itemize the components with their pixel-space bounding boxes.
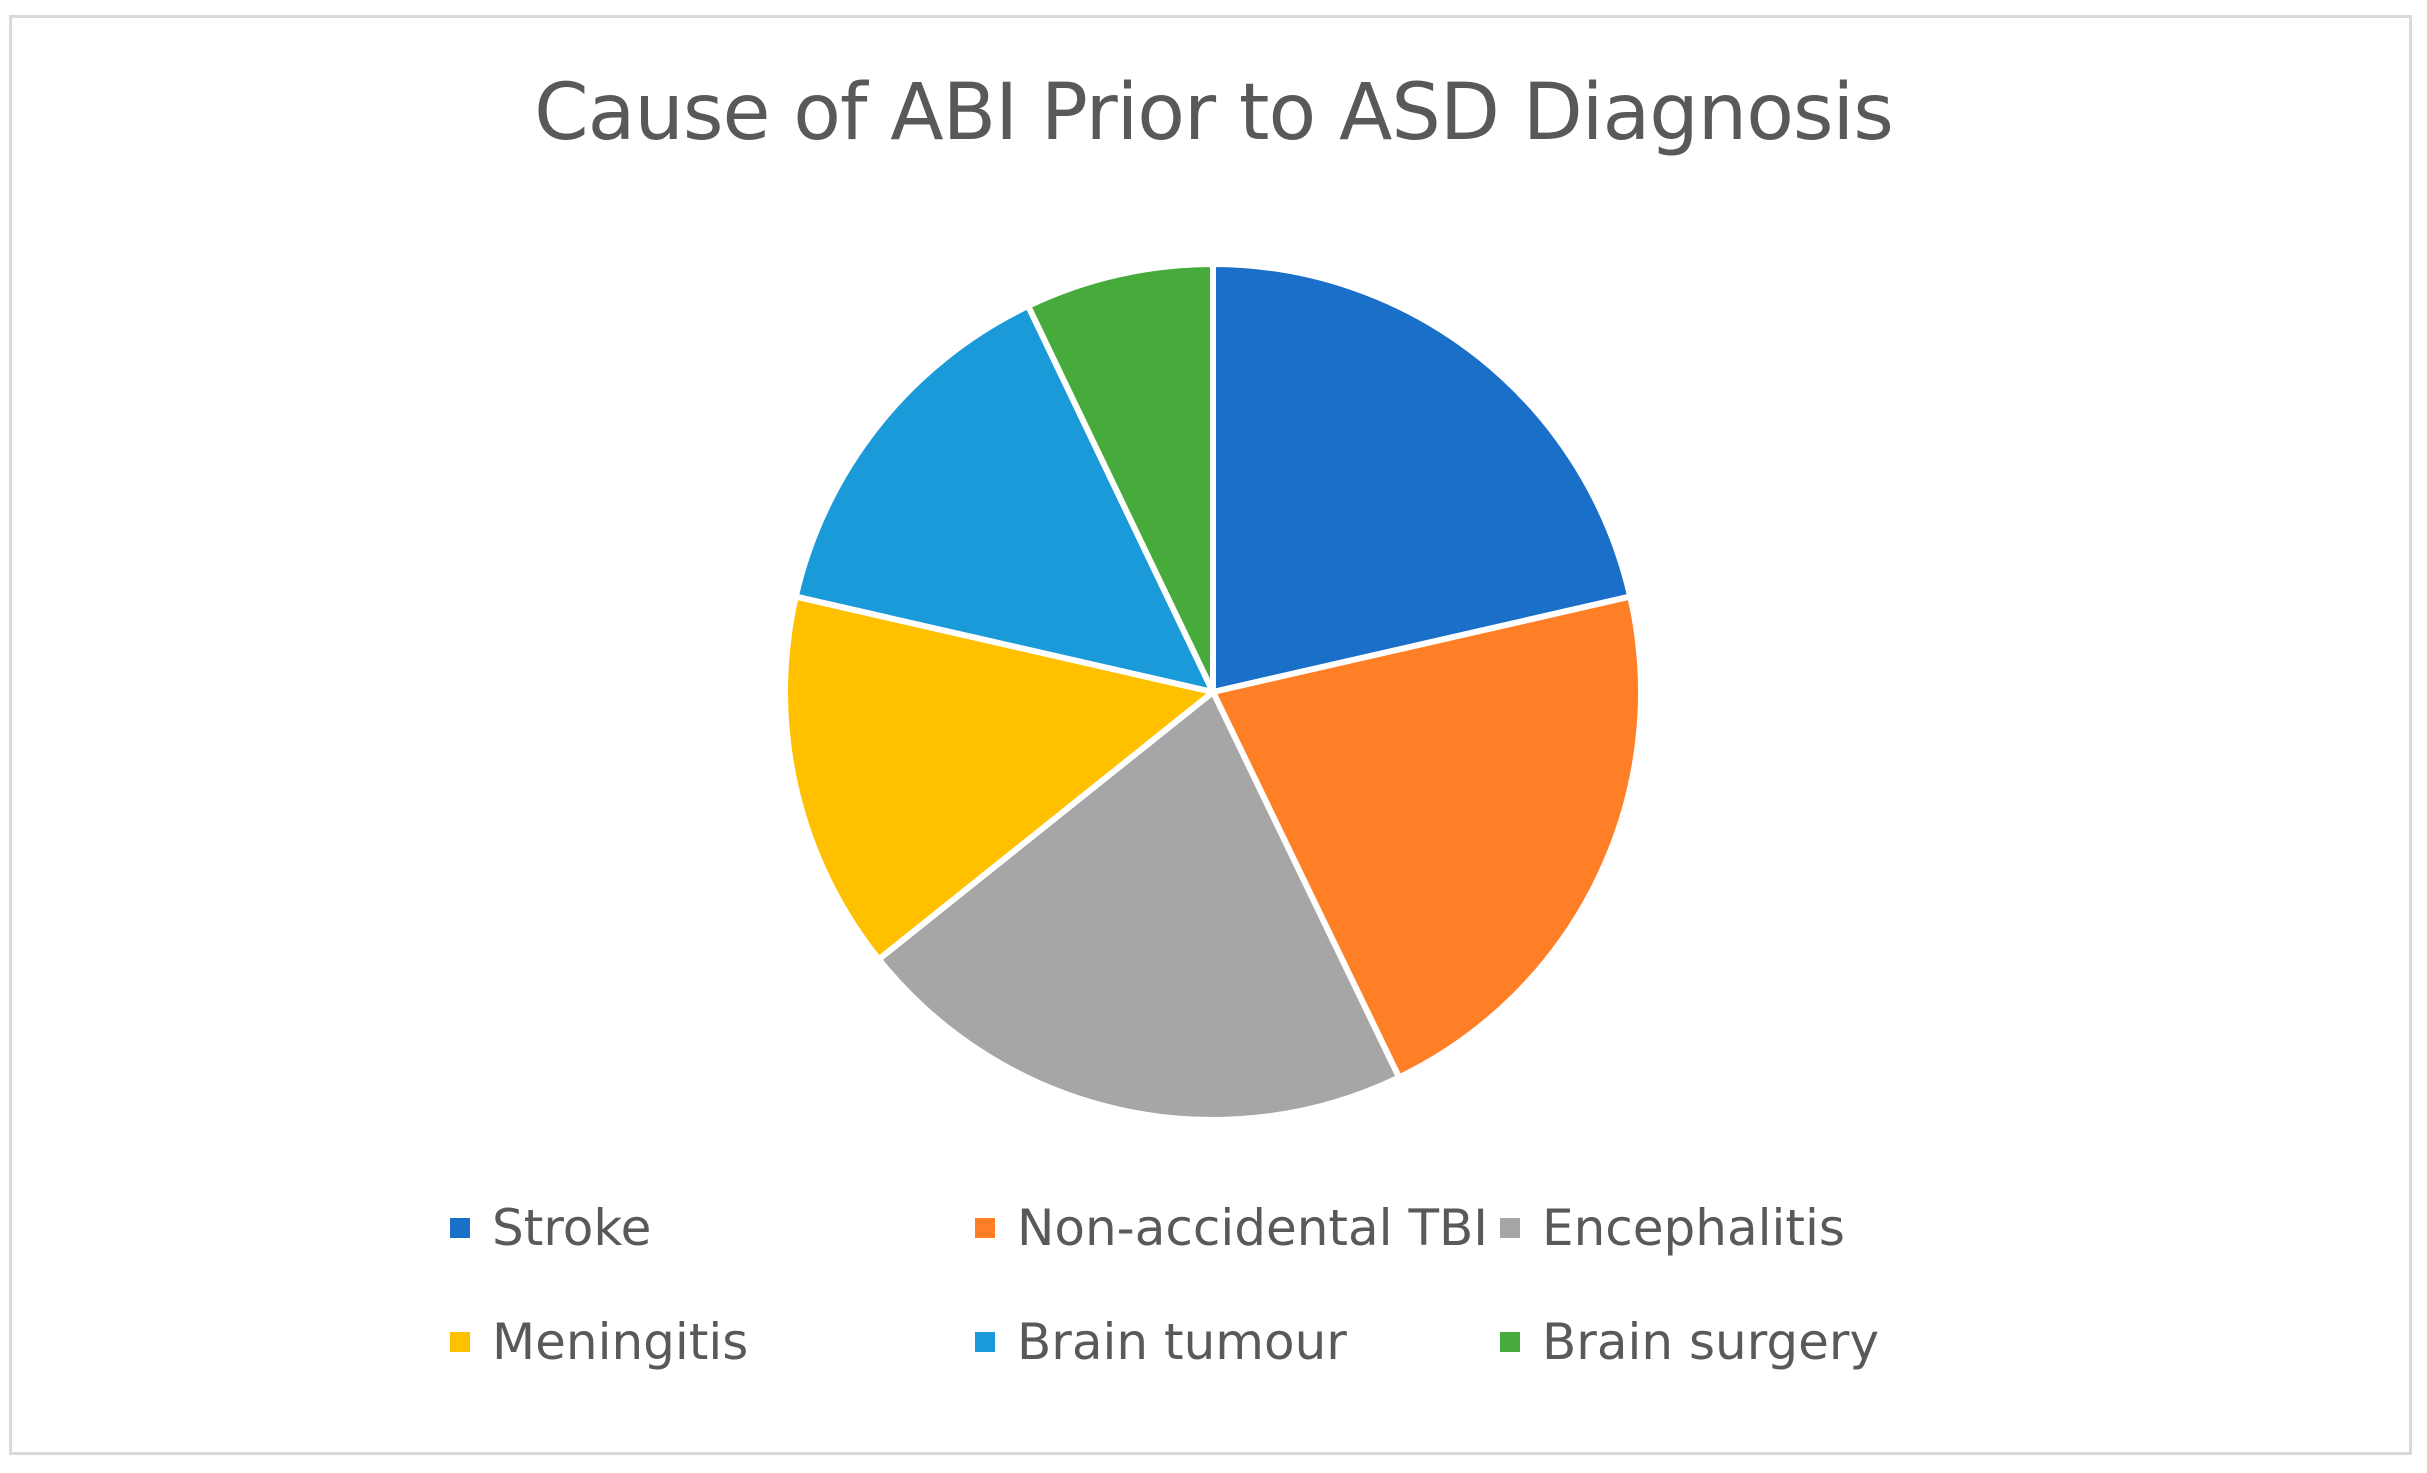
legend-item-encephalitis: Encephalitis: [1500, 1198, 1845, 1258]
chart-title: Cause of ABI Prior to ASD Diagnosis: [534, 68, 1894, 158]
pie-slice-brain-surgery: [1025, 261, 1216, 695]
legend-swatch: [450, 1332, 470, 1352]
legend-label: Meningitis: [492, 1313, 749, 1371]
legend-item-brain-surgery: Brain surgery: [1500, 1312, 1879, 1372]
legend-label: Non-accidental TBI: [1017, 1199, 1489, 1257]
legend-label: Stroke: [492, 1199, 652, 1257]
legend-label: Encephalitis: [1542, 1199, 1845, 1257]
legend-item-meningitis: Meningitis: [450, 1312, 748, 1372]
legend-label: Brain tumour: [1017, 1313, 1347, 1371]
legend-swatch: [1500, 1332, 1520, 1352]
pie-slice-non-accidental-tbi: [1210, 593, 1644, 1081]
legend-label: Brain surgery: [1542, 1313, 1880, 1371]
pie-slice-brain-tumour: [792, 302, 1216, 695]
legend-item-brain-tumour: Brain tumour: [975, 1312, 1347, 1372]
pie-slice-meningitis: [782, 593, 1216, 963]
legend-swatch: [1500, 1218, 1520, 1238]
pie-slice-stroke: [1210, 261, 1634, 695]
legend-item-non-accidental-tbi: Non-accidental TBI: [975, 1198, 1488, 1258]
pie-slice-encephalitis: [875, 689, 1403, 1123]
legend-swatch: [975, 1332, 995, 1352]
legend-swatch: [450, 1218, 470, 1238]
legend-item-stroke: Stroke: [450, 1198, 651, 1258]
legend-swatch: [975, 1218, 995, 1238]
